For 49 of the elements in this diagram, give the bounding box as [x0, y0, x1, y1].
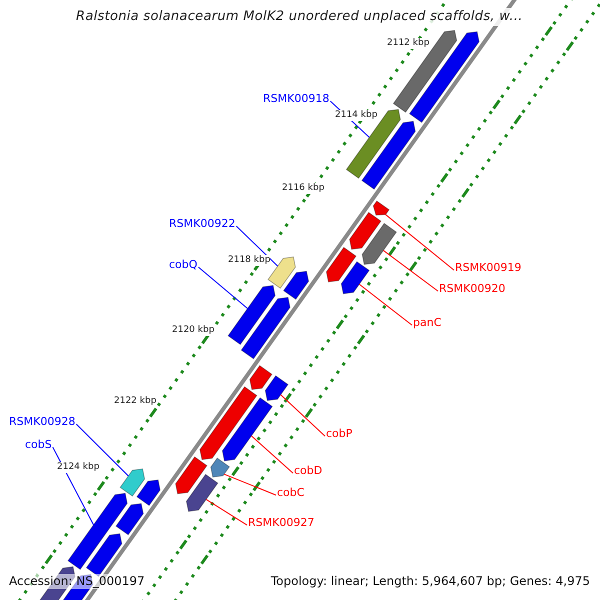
- gene-feature: [199, 386, 258, 460]
- gene-label: cobP: [326, 427, 352, 440]
- gene-feature: [86, 533, 122, 577]
- gene-label: RSMK00920: [439, 282, 506, 295]
- scale-label: 2124 kbp: [57, 462, 100, 473]
- gene-label: RSMK00928: [9, 415, 76, 428]
- scale-label: 2118 kbp: [228, 255, 270, 266]
- scale-label: 2122 kbp: [114, 396, 156, 407]
- gene-feature: [222, 397, 273, 462]
- gene-feature: [228, 285, 276, 346]
- gene-feature: [249, 365, 272, 390]
- gene-label: cobQ: [169, 258, 198, 271]
- gene-feature: [175, 456, 208, 494]
- scale-label: 2112 kbp: [387, 38, 430, 49]
- gene-feature: [361, 120, 416, 190]
- leader-line: [52, 446, 94, 526]
- leader-line: [236, 226, 278, 267]
- gene-feature: [264, 375, 289, 401]
- leader-line: [385, 214, 454, 271]
- gene-feature: [120, 468, 146, 497]
- leader-line: [76, 424, 129, 476]
- gene-label: RSMK00918: [263, 92, 330, 105]
- gene-feature: [362, 222, 397, 265]
- gene-label: cobC: [277, 486, 304, 499]
- gene-feature: [186, 474, 218, 512]
- gene-label: cobS: [25, 438, 52, 451]
- gene-feature: [240, 296, 290, 360]
- gene-feature: [115, 503, 144, 536]
- scale-label: 2114 kbp: [335, 110, 378, 121]
- gene-label: cobD: [294, 464, 322, 477]
- leader-line: [198, 266, 248, 309]
- scale-label: 2116 kbp: [282, 183, 324, 194]
- gene-label: RSMK00919: [455, 261, 522, 274]
- gene-feature: [136, 479, 161, 506]
- gene-label: panC: [413, 316, 442, 329]
- gene-label: RSMK00922: [169, 217, 236, 230]
- leader-line: [224, 474, 276, 496]
- gene-feature: [210, 458, 230, 478]
- gene-feature: [372, 200, 390, 216]
- scale-label: 2120 kbp: [172, 325, 214, 336]
- gene-feature: [340, 261, 370, 294]
- gene-label: RSMK00927: [248, 516, 314, 529]
- gene-feature: [349, 212, 382, 250]
- gene-feature: [326, 246, 357, 282]
- leader-line: [382, 250, 438, 292]
- gene-feature: [408, 31, 480, 123]
- leader-line: [250, 435, 294, 474]
- gene-feature: [283, 270, 310, 300]
- leader-line: [280, 394, 326, 437]
